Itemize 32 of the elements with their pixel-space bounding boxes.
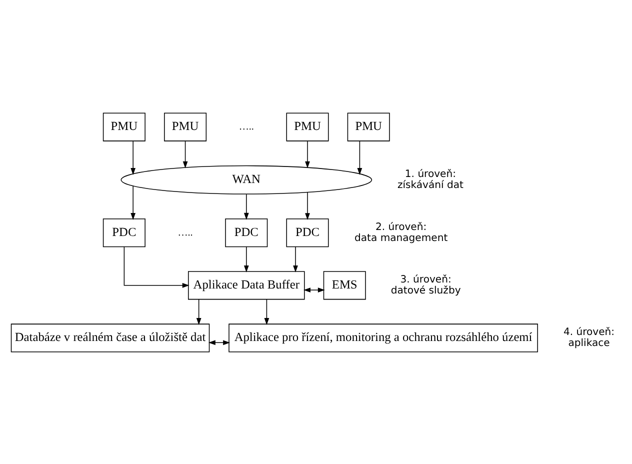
node-box: PMU: [286, 112, 329, 141]
arrow: [293, 246, 298, 272]
arrow: [357, 140, 362, 174]
node-box: PDC: [225, 218, 268, 247]
arrow: [244, 193, 249, 220]
arrow: [196, 298, 202, 325]
node-ellipse: WAN: [120, 164, 372, 194]
label: 2. úroveň: data management: [354, 222, 448, 244]
node-box: EMS: [323, 270, 366, 300]
node-box: PDC: [102, 218, 146, 247]
arrow: [182, 140, 188, 168]
arrow: [305, 140, 310, 168]
arrow: [244, 246, 249, 272]
node-box: PDC: [286, 218, 329, 247]
node-box: PMU: [102, 112, 146, 141]
node-box: Databáze v reálném čase a úložiště dat: [10, 323, 210, 352]
arrow: [264, 298, 270, 325]
arrow: [130, 185, 136, 220]
label: …..: [178, 226, 193, 238]
label: …..: [238, 121, 254, 132]
arrow: [303, 287, 325, 292]
node-box: Aplikace Data Buffer: [188, 270, 305, 300]
arrow: [124, 246, 190, 288]
arrow: [305, 192, 310, 220]
node-box: Aplikace pro řízení, monitoring a ochranu rozsáhlého území: [228, 323, 538, 352]
label: 1. úroveň: získávání dat: [397, 168, 464, 190]
arrow: [208, 340, 230, 345]
label: 3. úroveň: datové služby: [390, 274, 461, 296]
node-box: PMU: [164, 112, 207, 141]
arrow: [130, 140, 136, 174]
label: 4. úroveň: aplikace: [563, 326, 615, 349]
node-box: PMU: [347, 112, 390, 141]
